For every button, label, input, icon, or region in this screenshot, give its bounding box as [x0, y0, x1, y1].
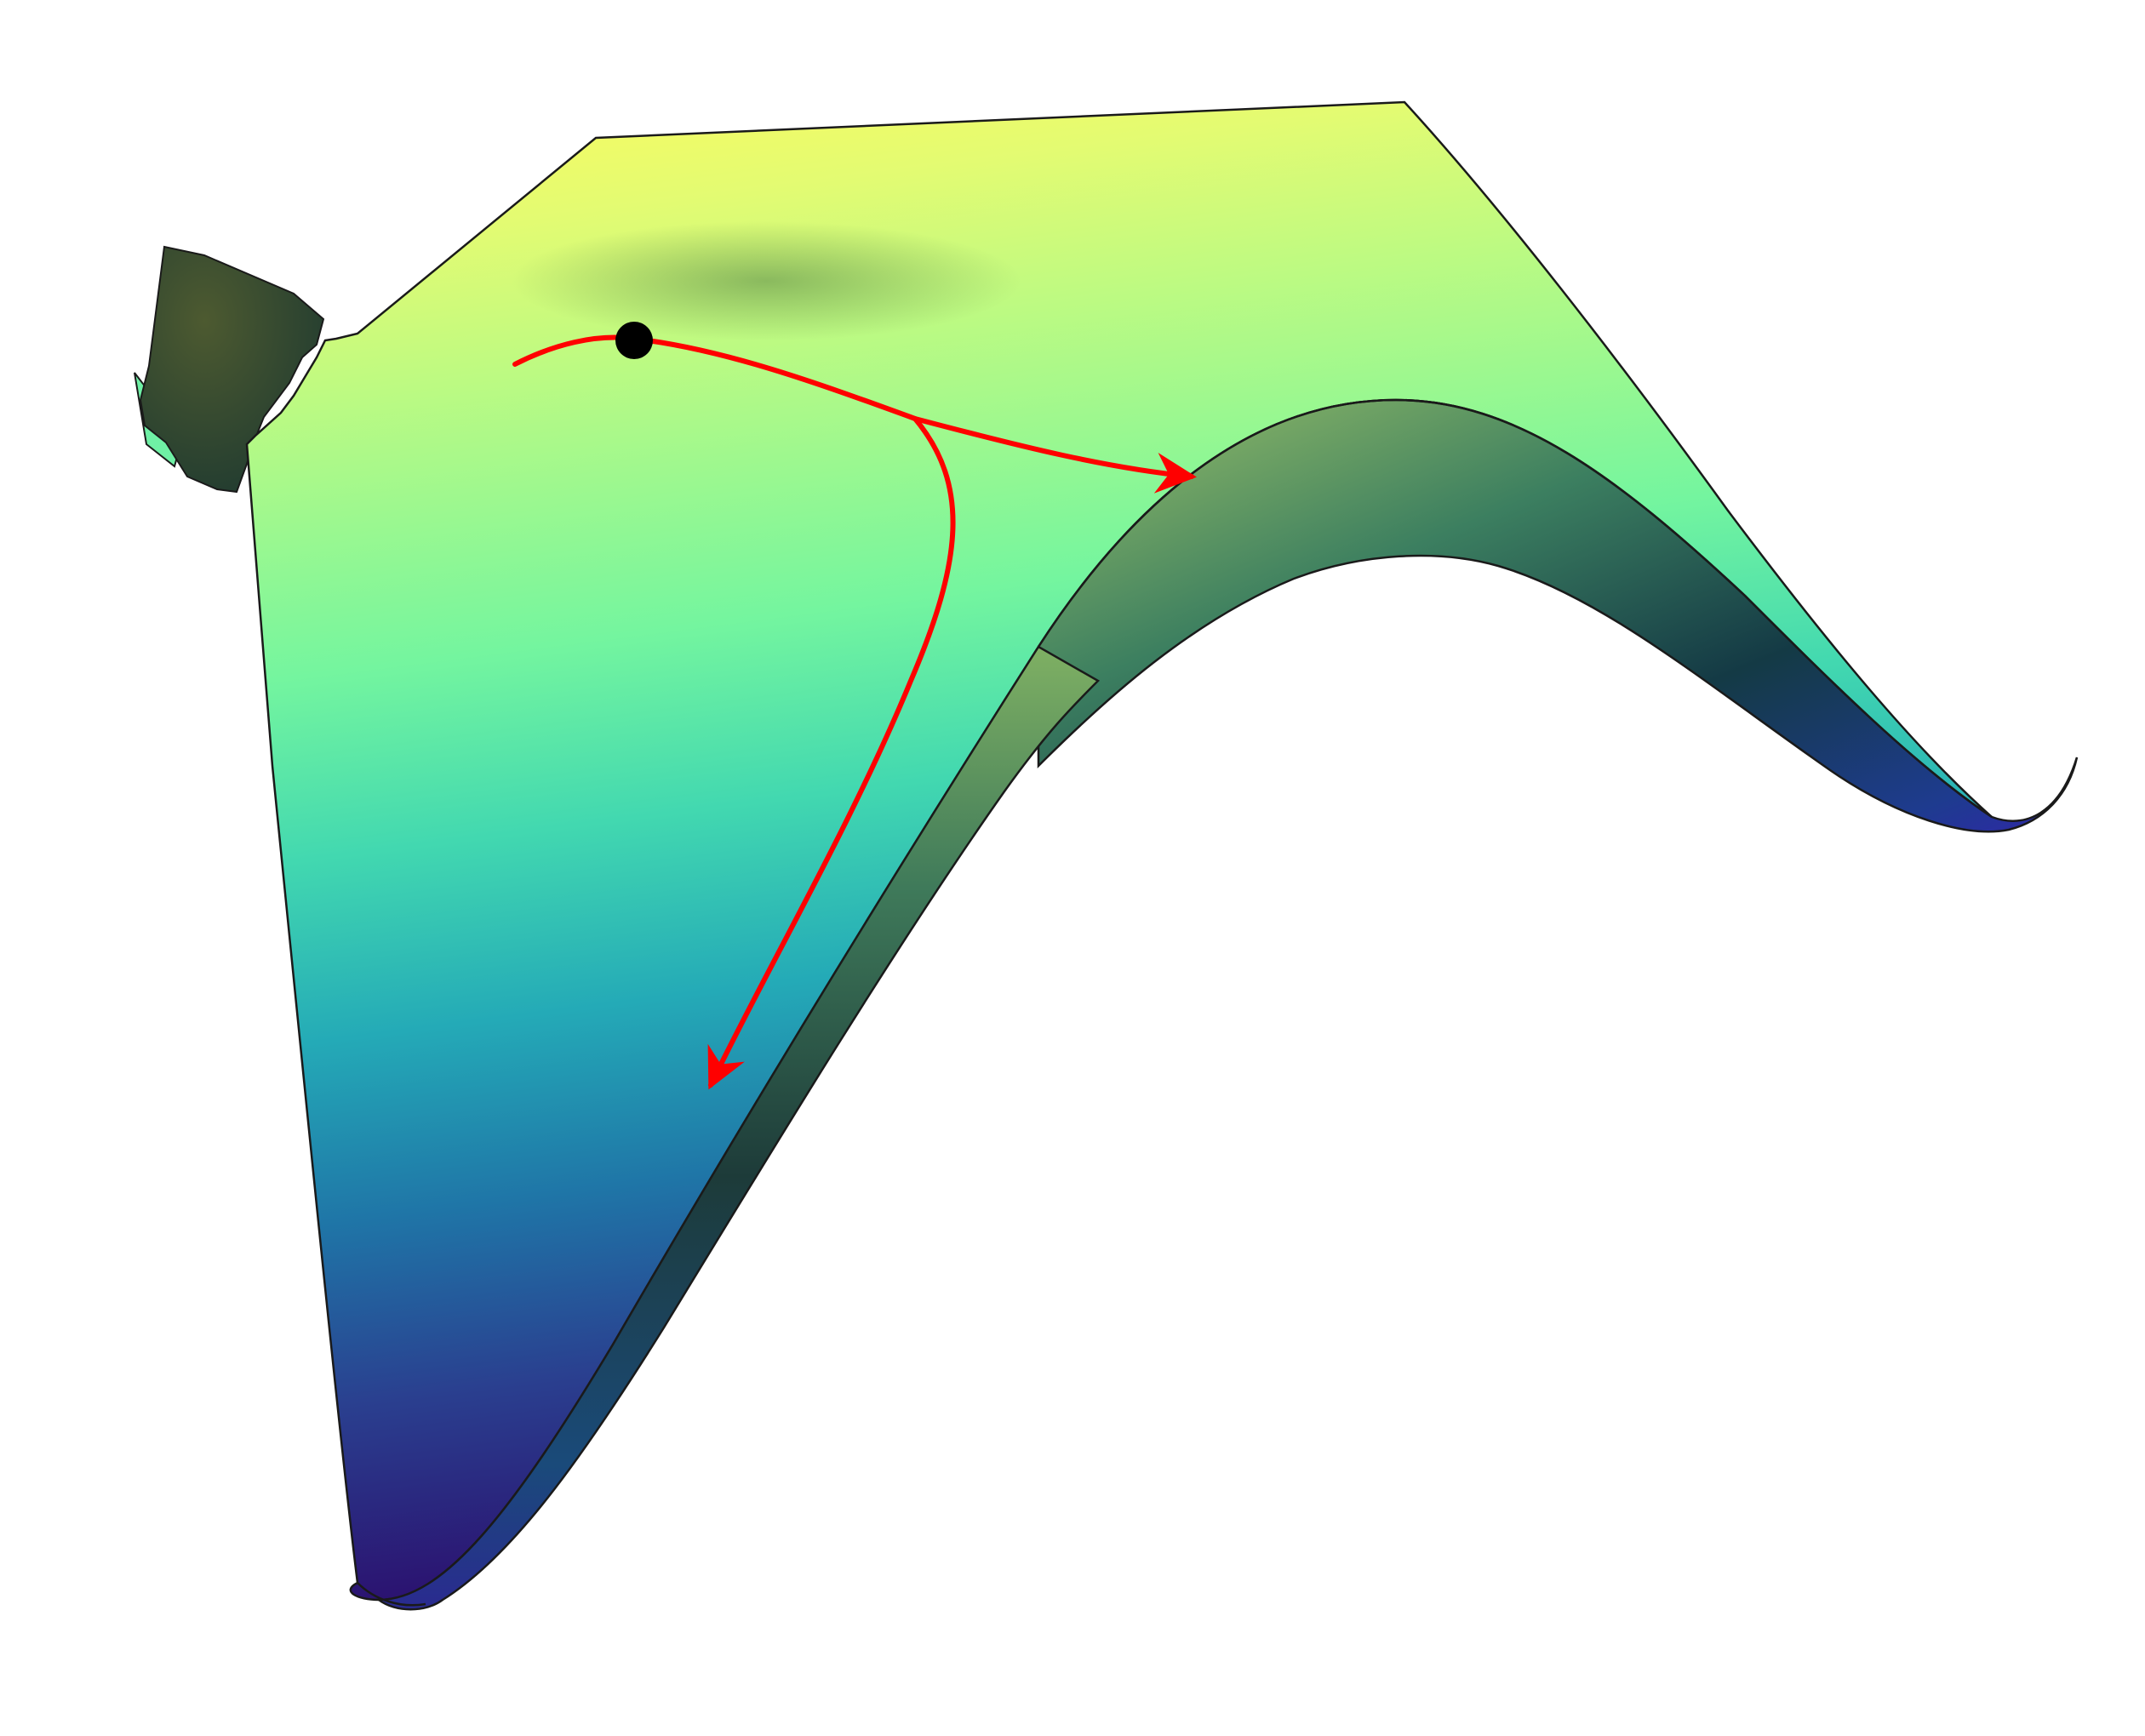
- saddle-point-marker: [615, 322, 653, 359]
- right-arrow-path: [912, 416, 1197, 494]
- front-lip-edge: [357, 1582, 426, 1607]
- ridge-path: [632, 336, 918, 421]
- top-face: [245, 100, 1993, 1602]
- saddle-surface: [134, 100, 2079, 1611]
- saddle-valley-shade: [511, 221, 1021, 340]
- front-fold-underside: [375, 645, 1101, 1611]
- down-arrow-path: [707, 416, 956, 1090]
- path-arrows: [512, 334, 1197, 1090]
